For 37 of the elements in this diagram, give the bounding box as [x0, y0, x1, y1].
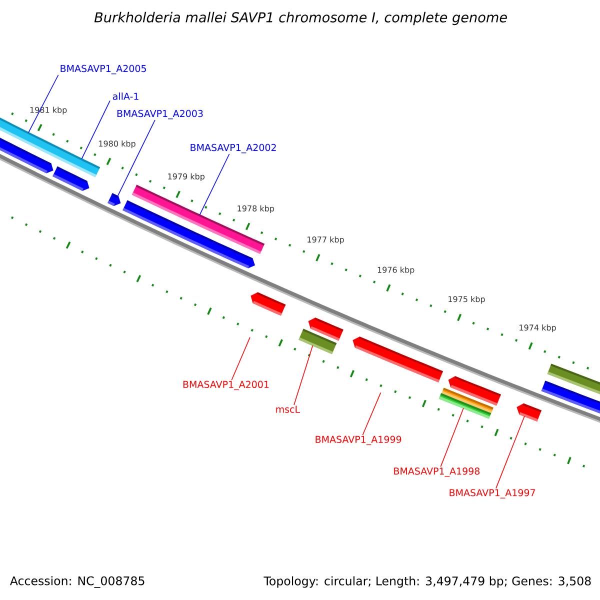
gene-bar: [541, 380, 600, 414]
gene-bar: [108, 193, 121, 206]
gene-bar: [0, 138, 54, 174]
leader-line: [199, 154, 230, 216]
gene-label: BMASAVP1_A1998: [394, 468, 480, 477]
gene-label: BMASAVP1_A2005: [60, 64, 146, 74]
genome-summary-text: Topology: circular; Length: 3,497,479 bp; Genes: 3,508: [264, 576, 591, 588]
tick-label: 1980 kbp: [99, 140, 136, 148]
gene-label: allA-1: [112, 92, 138, 100]
gene-label: BMASAVP1_A2003: [117, 110, 203, 120]
gene-label: BMASAVP1_A1997: [450, 489, 535, 498]
gene-label: BMASAVP1_A2001: [183, 380, 269, 390]
gene-bar: [122, 200, 255, 268]
leader-line: [81, 100, 110, 160]
leader-line: [440, 408, 464, 468]
gene-bar: [516, 403, 542, 422]
gene-bar: [52, 166, 90, 191]
tick-label: 1974 kbp: [520, 324, 556, 332]
tick-label: 1975 kbp: [448, 296, 485, 304]
gene-bar: [352, 336, 443, 382]
tick-label: 1978 kbp: [238, 205, 274, 213]
gene-bar: [250, 292, 286, 316]
feature-bar: [438, 393, 492, 419]
gene-bar: [308, 318, 344, 341]
leader-line: [294, 344, 314, 406]
leader-line: [496, 416, 525, 489]
leader-line: [28, 74, 59, 133]
gene-label: mscL: [276, 406, 300, 413]
accession-text: Accession: NC_008785: [10, 576, 144, 588]
tick-label: 1977 kbp: [308, 236, 344, 244]
tick-label: 1979 kbp: [168, 173, 205, 182]
gene-label: BMASAVP1_A1999: [316, 436, 402, 446]
leader-line: [231, 336, 250, 380]
tick-label: 1976 kbp: [378, 266, 414, 274]
title: Burkholderia mallei SAVP1 chromosome I, complete genome: [94, 12, 507, 26]
leader-line: [117, 120, 156, 197]
gene-label: BMASAVP1_A2002: [190, 144, 276, 154]
